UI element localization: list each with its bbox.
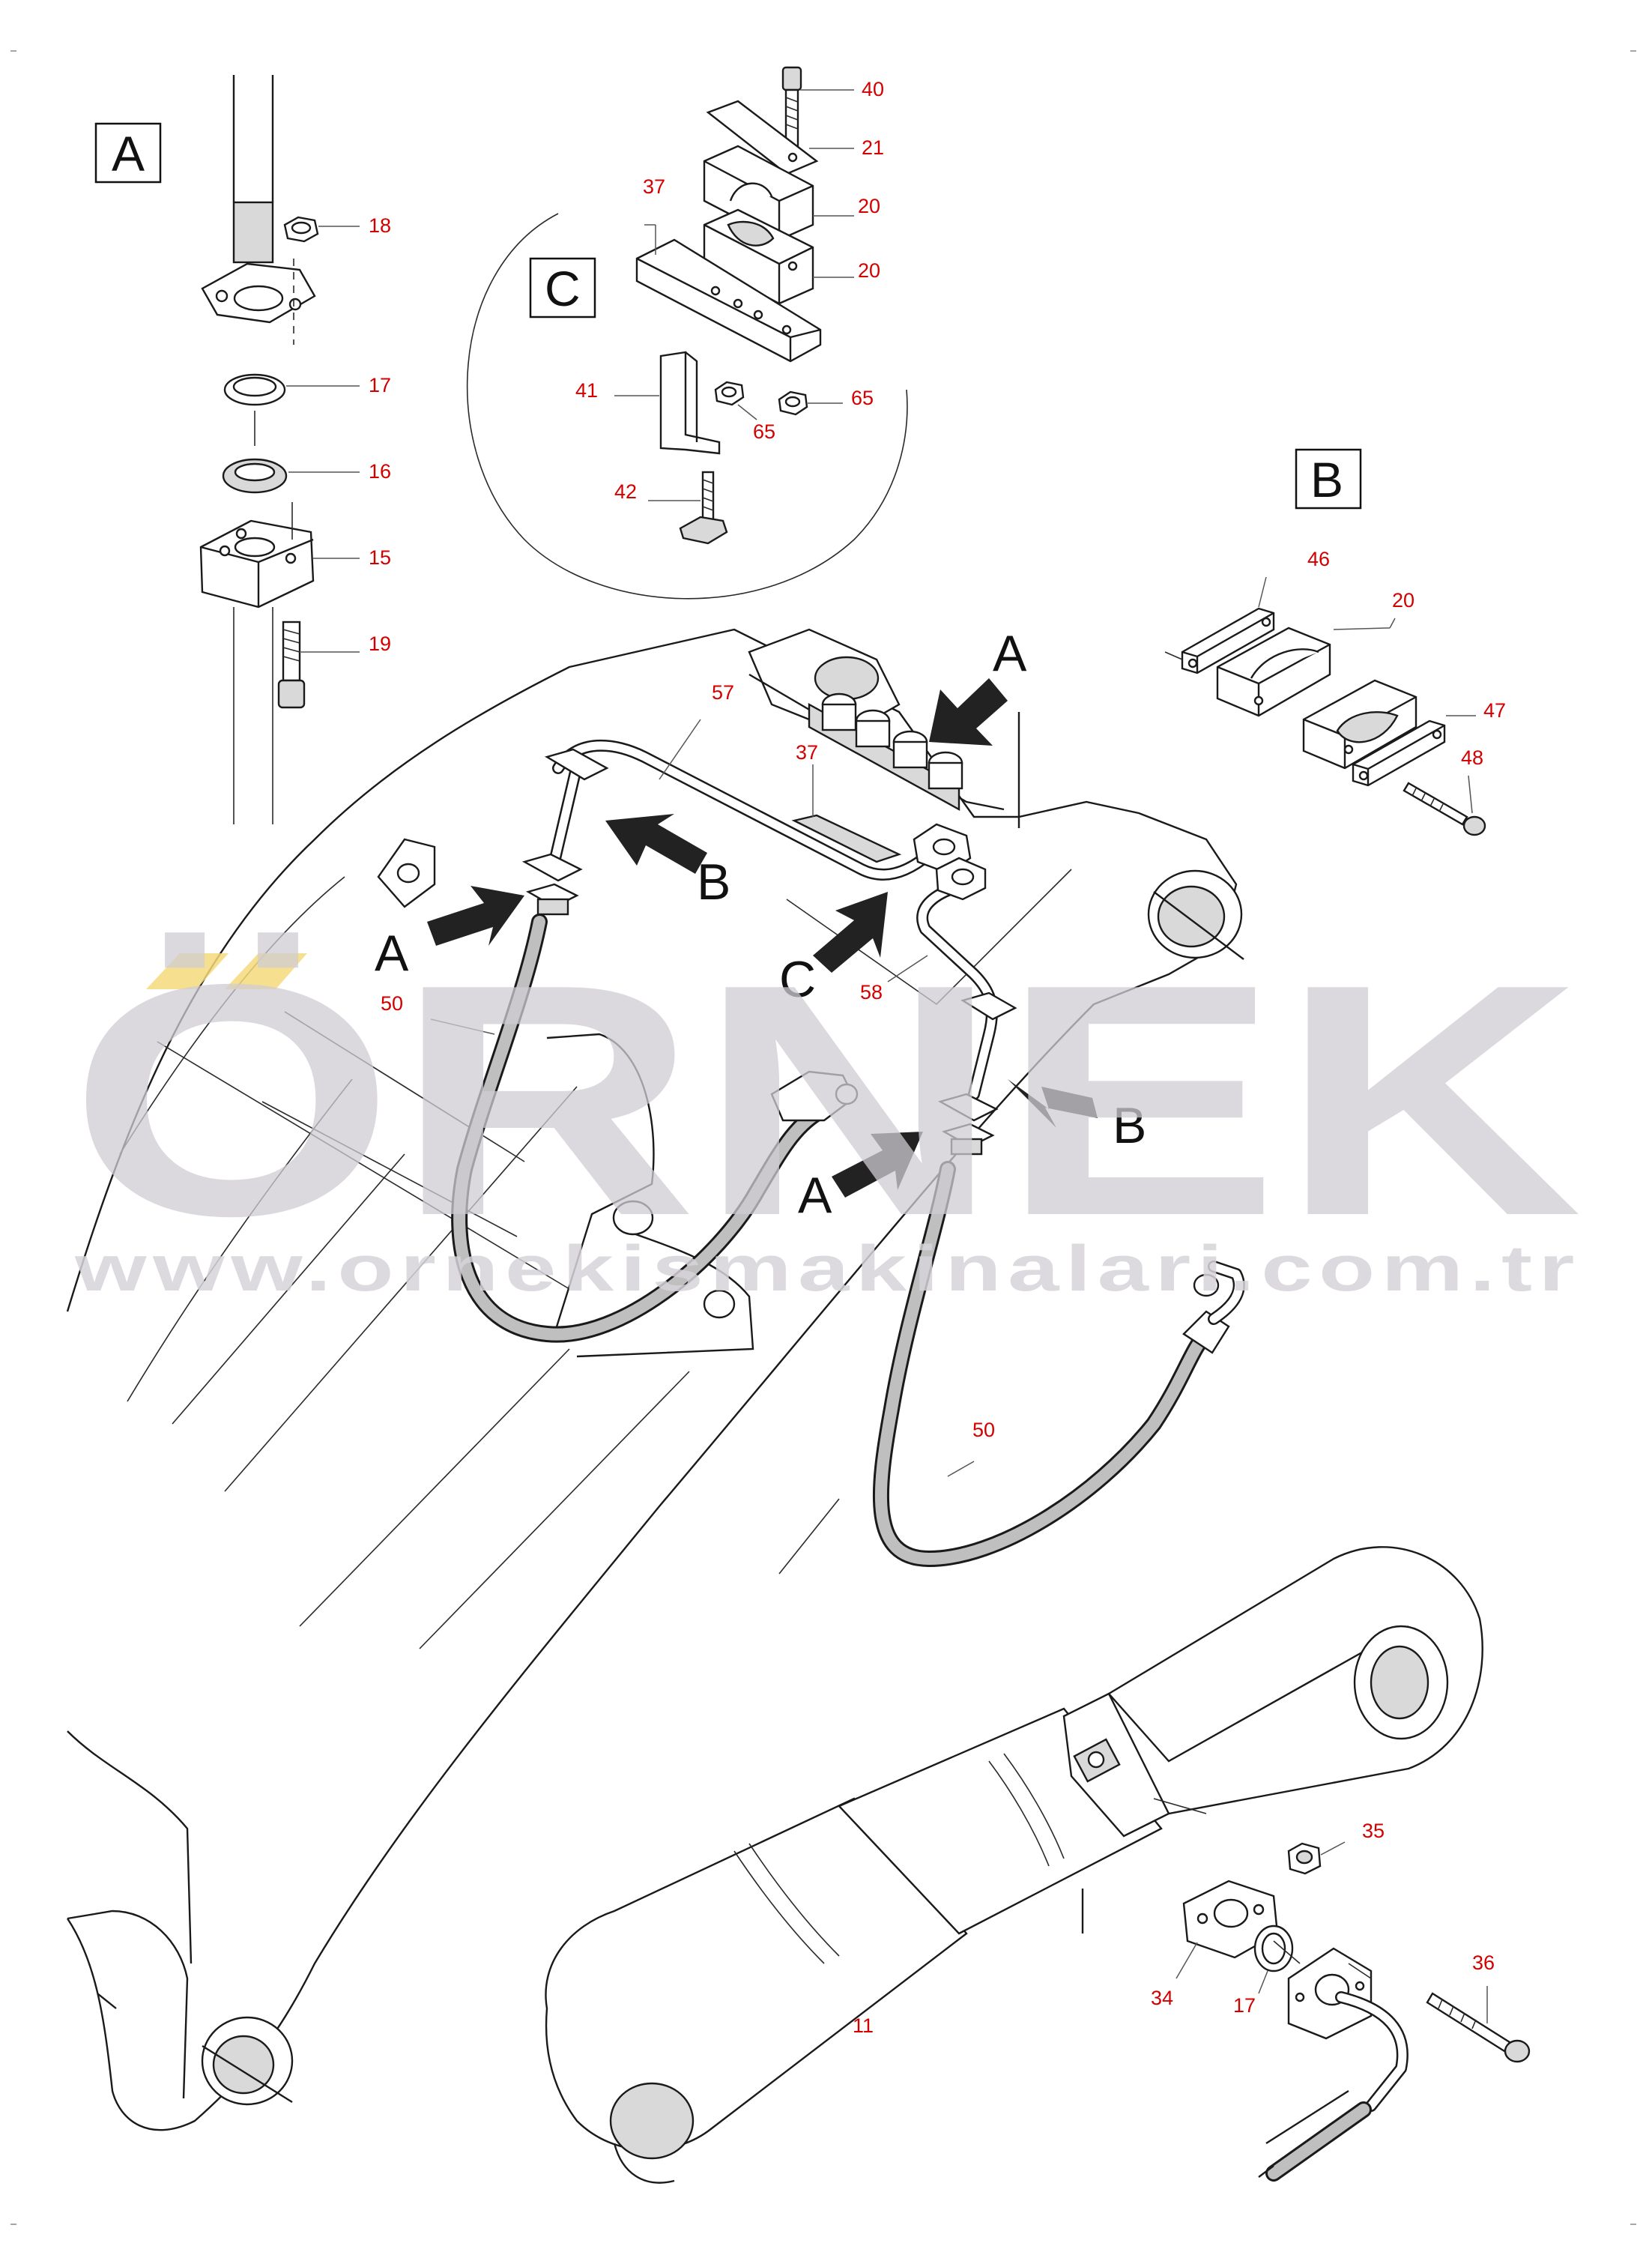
watermark: ÖRNEK www.ornekismakinalari.com.tr — [69, 917, 1582, 1305]
callout-35: 35 — [1362, 1820, 1385, 1842]
callout-18: 18 — [369, 214, 391, 237]
arrow-b-lower — [1008, 1079, 1098, 1128]
view-c-letter: C — [545, 261, 581, 316]
arrow-label-a-lower: A — [798, 1167, 832, 1224]
arrow-b-top — [605, 814, 707, 874]
view-arrows: A A B C B A — [375, 625, 1146, 1224]
cylinder-assembly: 11 34 35 17 36 — [545, 1546, 1531, 2184]
callout-42: 42 — [614, 480, 637, 503]
detail-c: C 40 21 20 20 37 — [467, 66, 908, 600]
callout-37a: 37 — [643, 175, 665, 198]
detail-b: B 46 20 47 48 — [1164, 448, 1506, 836]
callout-37b: 37 — [796, 741, 818, 764]
arrow-a-left — [427, 886, 524, 946]
hydraulic-lines: 57 58 50 50 — [381, 681, 1245, 1568]
arrow-label-c: C — [779, 951, 816, 1008]
callout-47: 47 — [1483, 699, 1506, 722]
watermark-accent-left — [146, 953, 229, 989]
callout-58: 58 — [860, 981, 883, 1003]
callout-11: 11 — [853, 2014, 874, 2037]
arrow-label-b-lower: B — [1113, 1097, 1146, 1154]
detail-a: A 18 17 16 15 — [94, 75, 391, 824]
callout-19: 19 — [369, 633, 391, 655]
callout-21: 21 — [862, 136, 884, 159]
view-b-box — [1295, 448, 1362, 510]
callout-34: 34 — [1151, 1987, 1173, 2009]
watermark-accent-right — [225, 953, 307, 989]
callout-16: 16 — [369, 460, 391, 483]
valve-block-group — [808, 692, 963, 812]
arrow-label-b-top: B — [697, 854, 730, 911]
callout-41: 41 — [575, 379, 598, 402]
callout-17b: 17 — [1233, 1994, 1256, 2017]
callout-17: 17 — [369, 374, 391, 396]
callout-20b: 20 — [858, 259, 880, 282]
callout-40: 40 — [862, 78, 884, 100]
callout-65b: 65 — [851, 387, 874, 409]
watermark-brand: ÖRNEK — [69, 917, 1582, 1285]
callout-20a: 20 — [858, 195, 880, 217]
callout-36: 36 — [1472, 1951, 1495, 1974]
arrow-a-lower — [832, 1132, 923, 1198]
arrow-label-a-left: A — [375, 925, 409, 982]
callout-46: 46 — [1307, 548, 1330, 570]
watermark-url: www.ornekismakinalari.com.tr — [74, 1233, 1581, 1305]
callout-48: 48 — [1461, 746, 1483, 769]
view-b-letter: B — [1310, 452, 1343, 507]
view-a-letter: A — [112, 126, 145, 181]
view-a-box — [94, 122, 162, 184]
view-c-box — [529, 257, 596, 319]
callout-50b: 50 — [972, 1419, 995, 1441]
callout-15: 15 — [369, 546, 391, 569]
arrow-label-a-top: A — [993, 625, 1027, 682]
callout-57: 57 — [712, 681, 734, 704]
arrow-a-top — [929, 678, 1008, 746]
callout-65a: 65 — [753, 420, 775, 443]
arrow-c — [813, 892, 888, 973]
callout-50a: 50 — [381, 992, 403, 1015]
corner-marks — [10, 50, 1636, 2225]
callout-20c: 20 — [1392, 589, 1415, 612]
boom-assembly: 37 — [66, 628, 1244, 2131]
